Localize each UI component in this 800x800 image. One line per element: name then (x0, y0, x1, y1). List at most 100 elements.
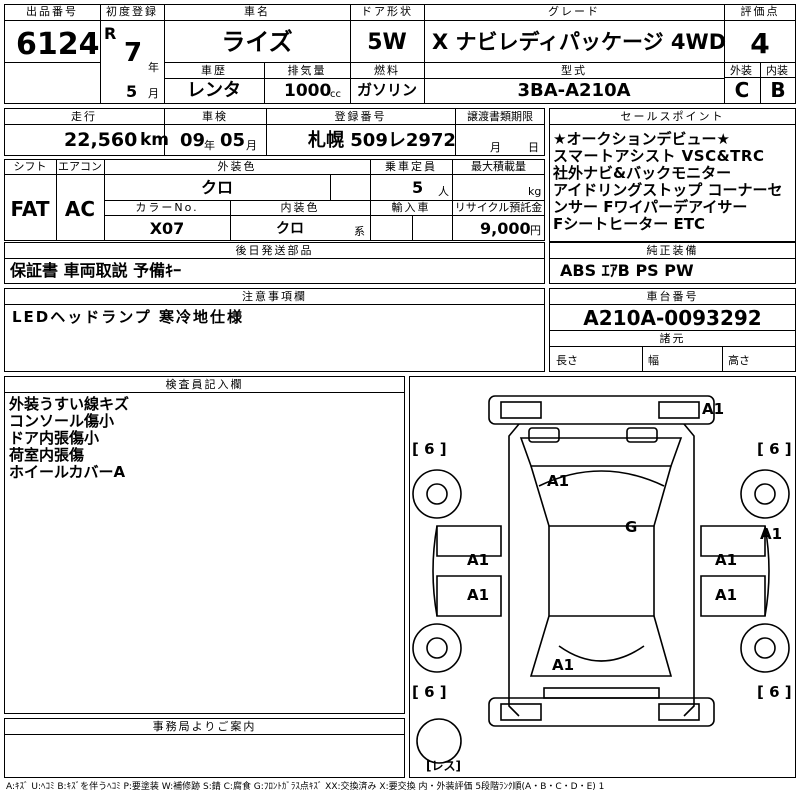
inspector-note: 荷室内張傷 (9, 446, 85, 464)
shift: FAT (10, 197, 50, 221)
selling-point: ンサー Fワイパーデアイサー (553, 198, 748, 216)
car-name-label: 車名 (244, 5, 270, 18)
office-box (4, 718, 405, 778)
capacity-unit: 人 (438, 185, 449, 198)
notes-box (4, 288, 545, 372)
reg-month-unit: 月 (148, 87, 159, 100)
grade: X ナビレディパッケージ 4WD (432, 30, 727, 54)
mileage-label: 走行 (71, 110, 97, 123)
recycle-unit: 円 (530, 224, 541, 237)
first-reg-label: 初度登録 (106, 5, 158, 18)
inspector-note: ドア内張傷小 (9, 429, 100, 447)
damage-mark: A1 (715, 586, 738, 604)
ac-label: エアコン (58, 160, 102, 173)
displacement-unit: cc (330, 89, 341, 100)
inspector-note: 外装うすい線キズ (9, 395, 130, 413)
car-name: ライズ (221, 28, 293, 56)
tire-mark-rl: [ 6 ] (412, 683, 447, 701)
recycle: 9,000 (480, 219, 531, 238)
equipment: ABS ｴｱB PS PW (560, 261, 694, 280)
history: レンタ (187, 80, 241, 101)
exterior-label: 外装 (730, 64, 752, 77)
int-color-unit: 系 (354, 225, 365, 238)
selling-point: 社外ナビ&バックモニター (553, 164, 732, 182)
later-parts-label: 後日発送部品 (235, 244, 314, 257)
lot-label: 出品番号 (26, 5, 78, 18)
selling-points-list: ★オークションデビュー★ スマートアシスト VSC&TRC 社外ナビ&バックモニ… (553, 131, 795, 233)
reg-month: 5 (126, 82, 138, 101)
damage-mark: G (625, 518, 638, 536)
model-label: 型式 (561, 64, 587, 77)
inspection-year: 09 (180, 130, 206, 151)
damage-mark: A1 (552, 656, 575, 674)
color-no: X07 (149, 219, 185, 238)
plate-number: 札幌 509レ2972 (308, 130, 456, 151)
shift-label: シフト (13, 160, 47, 173)
mileage-unit: km (140, 130, 170, 150)
ac: AC (64, 197, 96, 221)
inspection-label: 車検 (202, 110, 228, 123)
inspector-notes: 外装うすい線キズ コンソール傷小 ドア内張傷小 荷室内張傷 ホイールカバーA (9, 396, 129, 481)
interior-grade: B (770, 78, 786, 102)
reg-year-unit: 年 (148, 61, 159, 74)
displacement: 1000 (284, 81, 332, 101)
max-load-label: 最大積載量 (471, 160, 526, 173)
selling-points-label: セールスポイント (620, 110, 725, 123)
selling-point: アイドリングストップ コーナーセ (553, 181, 783, 199)
model: 3BA-A210A (517, 80, 631, 101)
score-label: 評価点 (740, 5, 780, 18)
damage-mark: A1 (760, 525, 783, 543)
selling-point: スマートアシスト VSC&TRC (553, 147, 765, 165)
inspection-month-unit: 月 (246, 139, 257, 152)
color: クロ (200, 178, 233, 197)
car-diagram (412, 395, 790, 764)
color-label: 外装色 (217, 160, 257, 173)
length-label: 長さ (556, 354, 578, 367)
capacity: 5 (412, 178, 424, 197)
inspector-box (4, 376, 405, 714)
damage-mark: A1 (715, 551, 738, 569)
chassis-label: 車台番号 (646, 290, 699, 303)
notes-label: 注意事項欄 (242, 290, 307, 303)
equipment-label: 純正装備 (646, 244, 699, 257)
later-parts: 保証書 車両取説 予備ｷｰ (10, 261, 182, 280)
inspector-label: 検査員記入欄 (165, 378, 244, 391)
header-frame (4, 4, 796, 104)
displacement-label: 排気量 (287, 64, 327, 77)
fuel-label: 燃料 (374, 64, 400, 77)
notes: LEDヘッドランプ 寒冷地仕様 (12, 308, 245, 326)
later-parts-box (4, 242, 545, 284)
chassis-number: A210A-0093292 (583, 306, 762, 330)
tire-mark-fl: [ 6 ] (412, 440, 447, 458)
row2-frame (4, 108, 545, 156)
plate-label: 登録番号 (334, 110, 387, 123)
door-label: ドア形状 (361, 5, 413, 18)
width-label: 幅 (648, 354, 659, 367)
exterior-grade: C (734, 78, 750, 102)
int-color-label: 内装色 (280, 201, 320, 214)
inspector-note: ホイールカバーA (9, 463, 126, 481)
transfer-day-unit: 日 (528, 141, 539, 154)
spare-tire: [レス] (426, 759, 461, 773)
selling-point: ★オークションデビュー★ (553, 130, 730, 148)
selling-points-box (549, 108, 796, 242)
era: R (104, 24, 117, 43)
office-label: 事務局よりご案内 (152, 720, 257, 733)
transfer-label: 譲渡書類期限 (467, 110, 533, 123)
diagram-box (409, 376, 796, 778)
import-label: 輸入車 (391, 201, 431, 214)
damage-mark: A1 (467, 551, 490, 569)
capacity-label: 乗車定員 (385, 160, 437, 173)
color-no-label: カラーNo. (135, 201, 199, 214)
history-label: 車歴 (201, 64, 227, 77)
door-type: 5W (367, 30, 407, 55)
grade-label: グレード (548, 5, 600, 18)
inspection-month: 05 (220, 130, 246, 151)
inspector-note: コンソール傷小 (9, 412, 115, 430)
mileage: 22,560 (64, 129, 138, 151)
dims-label: 諸元 (659, 332, 686, 345)
tire-mark-rr: [ 6 ] (757, 683, 792, 701)
transfer-month-unit: 月 (490, 141, 501, 154)
height-label: 高さ (728, 354, 750, 367)
int-color: クロ (276, 221, 304, 237)
